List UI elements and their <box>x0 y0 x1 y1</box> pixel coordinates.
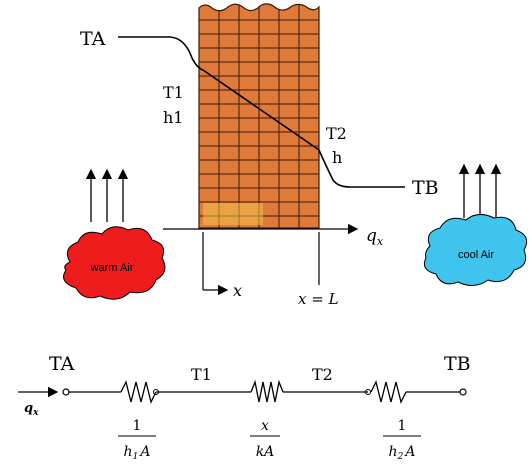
label-t2: T2 <box>326 124 347 143</box>
temperature-profile-left <box>118 36 204 71</box>
r2-denominator: kA <box>256 444 275 460</box>
circuit-label-t2: T2 <box>312 365 333 384</box>
x-axis-label: x <box>233 281 242 300</box>
wall <box>198 3 320 229</box>
temperature-profile-right <box>318 149 405 188</box>
label-h1: h1 <box>163 108 183 127</box>
r3-numerator: 1 <box>398 418 407 434</box>
circuit-label-t1: T1 <box>191 365 212 384</box>
warm-air-label: warm Air <box>90 262 134 274</box>
label-h: h <box>332 148 342 167</box>
circuit-label-tb: TB <box>444 353 471 375</box>
label-ta: TA <box>80 28 106 50</box>
r1-numerator: 1 <box>133 418 142 434</box>
temperature-profile-wall <box>202 69 320 151</box>
resistor-3 <box>370 380 407 404</box>
x-end-label: x = L <box>298 290 339 308</box>
warm-air-cloud: warm Air <box>63 226 166 300</box>
circuit-node-end <box>459 388 467 396</box>
cool-air-label: cool Air <box>458 249 494 261</box>
label-tb: TB <box>412 177 439 199</box>
cool-cloud-shape <box>423 214 528 286</box>
cool-air-arrows <box>458 163 502 218</box>
warm-air-arrows <box>85 168 129 222</box>
label-t1: T1 <box>163 83 184 102</box>
resistor-2 <box>250 379 284 403</box>
wall-highlight <box>203 203 263 225</box>
cool-air-cloud: cool Air <box>423 214 528 286</box>
warm-cloud-shape <box>63 226 166 300</box>
circuit-label-ta: TA <box>49 353 75 375</box>
r2-numerator: x <box>261 418 269 434</box>
resistor-1 <box>120 380 157 404</box>
circuit-node-start <box>62 388 70 396</box>
circuit-flux-label: qx <box>24 401 39 418</box>
heat-flux-label: qx <box>366 226 384 248</box>
